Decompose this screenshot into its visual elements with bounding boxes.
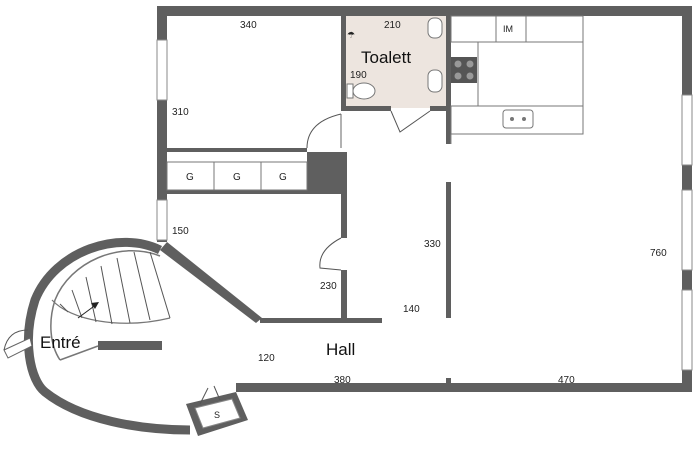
closet-block	[307, 152, 347, 194]
toilet-bottom-wall-left	[341, 106, 391, 111]
entry-inner-wall	[59, 345, 99, 361]
sink	[502, 109, 534, 129]
stair-step	[100, 265, 113, 325]
shower-icon: ☂	[347, 30, 355, 40]
dim-top-left-width: 340	[240, 20, 257, 31]
room-divider-left	[167, 148, 307, 152]
sink-drain	[510, 117, 514, 121]
stair-step	[133, 251, 151, 321]
stair-arrow-head	[91, 302, 99, 309]
entrance-door-leaf	[3, 337, 33, 359]
door-swing-top-left	[306, 113, 342, 149]
storage-cupboard	[186, 385, 248, 436]
sink-drain	[522, 117, 526, 121]
outer-curve	[23, 237, 191, 435]
entrance-door-swing	[3, 329, 29, 351]
dim-right-depth: 760	[650, 248, 667, 259]
dim-left-room-depth: 310	[172, 107, 189, 118]
window-right-mid	[681, 189, 693, 271]
kitchen-island-top	[477, 41, 584, 107]
dim-center-wall: 330	[424, 239, 441, 250]
window-left-bottom	[156, 199, 168, 241]
stair-step	[85, 276, 97, 323]
sink-basin	[427, 17, 443, 39]
toilet-fixtures: ☂	[346, 17, 443, 100]
toilet-left-wall	[341, 16, 346, 108]
stove-burner	[466, 72, 474, 80]
storage-label: S	[214, 410, 220, 420]
wardrobe	[213, 161, 262, 191]
entry-divider	[98, 341, 162, 350]
stove-burner	[466, 60, 474, 68]
dim-toilet-depth: 190	[350, 70, 367, 81]
closet-label: G	[279, 172, 287, 183]
door-swing-toilet	[390, 110, 431, 133]
toilet-label: Toalett	[361, 48, 411, 67]
wardrobe	[260, 161, 308, 191]
dishwasher-label: IM	[503, 24, 513, 34]
dim-lower-left-depth: 150	[172, 226, 189, 237]
dim-toilet-width: 210	[384, 20, 401, 31]
bottom-wall-stub	[446, 378, 451, 386]
entrance-label: Entré	[40, 333, 81, 352]
dim-closet-width: 230	[320, 281, 337, 292]
stair-step	[116, 257, 131, 324]
mid-wall-horizontal	[167, 190, 347, 194]
hall-label: Hall	[326, 340, 355, 359]
closet-label: G	[233, 172, 241, 183]
storage-door-swing	[199, 385, 221, 405]
center-wall	[446, 182, 451, 318]
inner-curve	[50, 250, 161, 361]
toilet-bottom-wall-right	[430, 106, 449, 111]
toilet-right-wall	[446, 16, 451, 144]
stair-step	[149, 251, 171, 319]
closet-label: G	[186, 172, 194, 183]
toilet-tank	[346, 83, 354, 99]
window-right-bottom	[681, 289, 693, 371]
windows	[156, 39, 693, 371]
window-right-top	[681, 94, 693, 166]
hall-wall-stub	[260, 318, 382, 323]
stair-step	[71, 289, 83, 319]
dishwasher	[495, 15, 527, 43]
closet-wall-vertical-lower	[341, 270, 347, 322]
dim-hall-depth: 140	[403, 304, 420, 315]
toilet-bowl	[352, 82, 376, 100]
storage-inner	[194, 398, 241, 429]
kitchen	[450, 15, 584, 135]
door-swing-closet	[319, 237, 342, 271]
stove-burner	[454, 72, 462, 80]
dim-hall-width: 380	[334, 375, 351, 386]
stove	[451, 57, 477, 83]
labels: Toalett Entré Hall 340 210 190 310 150 2…	[40, 20, 667, 420]
left-wall-upper	[157, 6, 167, 196]
top-wall	[157, 6, 692, 16]
wall-basin	[427, 69, 443, 93]
wardrobes	[166, 161, 308, 191]
window-left-top	[156, 39, 168, 101]
stair-inner-arc	[51, 299, 171, 324]
closet-wall-vertical-upper	[341, 152, 347, 238]
entrance-curve	[23, 237, 191, 435]
entrance-door	[3, 329, 33, 359]
dim-right-width: 470	[558, 375, 575, 386]
dim-entry-width: 120	[258, 353, 275, 364]
diagonal-wall	[160, 242, 262, 323]
bottom-wall-right	[236, 383, 692, 392]
stair-step	[59, 303, 69, 313]
stove-burner	[454, 60, 462, 68]
